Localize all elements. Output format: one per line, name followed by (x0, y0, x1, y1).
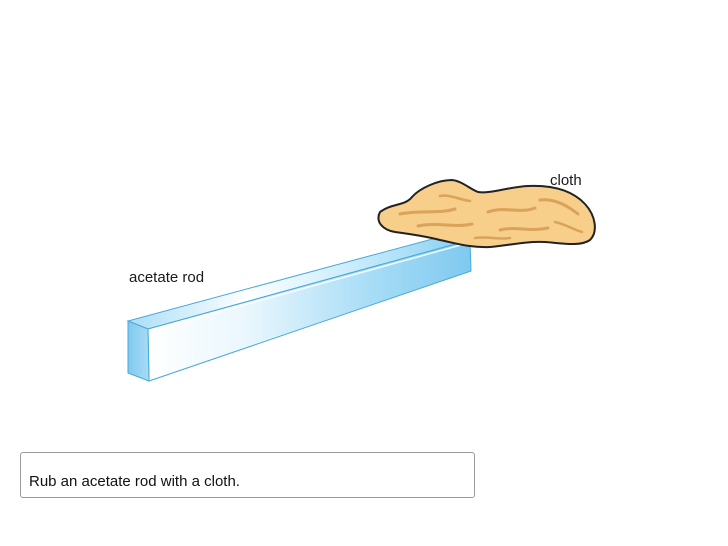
cloth-fold (398, 207, 457, 216)
acetate-rod (126, 233, 472, 382)
cloth-fold (486, 206, 537, 214)
cloth-fold (473, 236, 512, 240)
cloth-fold (553, 220, 584, 234)
cloth-fold (438, 194, 472, 203)
cloth-fold (416, 222, 474, 228)
rod-highlight-edge (149, 242, 469, 332)
rod-label: acetate rod (129, 269, 205, 286)
rod-end-face (127, 320, 150, 382)
caption-text: Rub an acetate rod with a cloth. (29, 473, 240, 490)
caption-box: Rub an acetate rod with a cloth. (20, 452, 475, 498)
cloth-fold (498, 226, 550, 232)
cloth (377, 178, 596, 249)
cloth-label: cloth (550, 172, 582, 189)
cloth-fold (538, 198, 580, 216)
